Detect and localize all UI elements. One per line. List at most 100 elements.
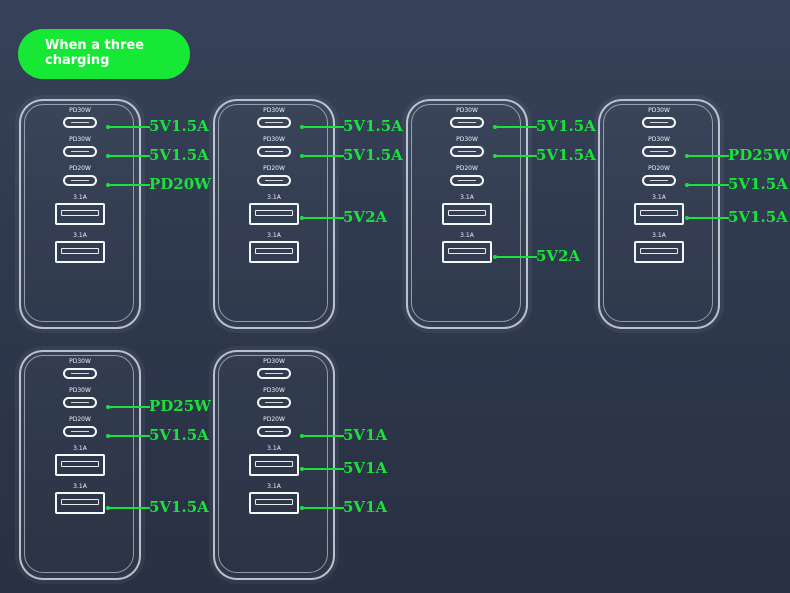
port-a1: 3.1A: [426, 194, 508, 228]
callout-dot: [685, 154, 689, 158]
callout-line: [302, 435, 344, 437]
port-label: PD30W: [648, 107, 670, 114]
port-label: PD20W: [648, 165, 670, 172]
callout-dot: [493, 154, 497, 158]
usb-a-port-icon: [55, 241, 105, 263]
callout-line: [108, 184, 150, 186]
port-label: 3.1A: [267, 445, 281, 452]
callout-line: [495, 256, 537, 258]
output-rating-label: 5V1.5A: [536, 146, 596, 164]
port-label: PD30W: [69, 136, 91, 143]
output-rating-label: PD25W: [728, 146, 790, 164]
charger-shell: [19, 99, 141, 329]
callout-line: [687, 184, 729, 186]
output-rating-label: PD20W: [149, 175, 212, 193]
callout-line: [302, 155, 344, 157]
output-rating-label: 5V1.5A: [728, 175, 788, 193]
port-label: PD20W: [263, 416, 285, 423]
port-a1: 3.1A: [233, 445, 315, 479]
charger-faceplate: [24, 355, 134, 573]
usb-a-port-icon: [442, 241, 492, 263]
callout-dot: [685, 183, 689, 187]
port-label: PD30W: [263, 107, 285, 114]
callout-line: [108, 155, 150, 157]
port-label: PD30W: [69, 107, 91, 114]
port-label: PD20W: [456, 165, 478, 172]
usb-c-port-icon: [257, 117, 291, 128]
port-label: PD20W: [69, 416, 91, 423]
usb-c-port-icon: [642, 175, 676, 186]
callout-line: [302, 468, 344, 470]
port-label: PD30W: [263, 358, 285, 365]
port-c2: PD30W: [426, 136, 508, 160]
port-a1: 3.1A: [233, 194, 315, 228]
output-rating-label: 5V1.5A: [728, 208, 788, 226]
port-label: 3.1A: [267, 194, 281, 201]
usb-c-port-icon: [642, 117, 676, 128]
output-rating-label: 5V1.5A: [149, 426, 209, 444]
callout-dot: [106, 506, 110, 510]
port-a1: 3.1A: [618, 194, 700, 228]
output-rating-label: 5V1.5A: [343, 146, 403, 164]
usb-c-port-icon: [63, 175, 97, 186]
charger-faceplate: [411, 104, 521, 322]
usb-c-port-icon: [63, 368, 97, 379]
charger-shell: [406, 99, 528, 329]
port-c3: PD20W: [39, 165, 121, 189]
callout-line: [495, 126, 537, 128]
port-label: PD30W: [456, 136, 478, 143]
port-c2: PD30W: [39, 136, 121, 160]
port-a2: 3.1A: [426, 232, 508, 266]
port-a2: 3.1A: [233, 232, 315, 266]
port-label: 3.1A: [267, 232, 281, 239]
port-label: PD30W: [69, 358, 91, 365]
callout-line: [687, 217, 729, 219]
port-label: 3.1A: [73, 194, 87, 201]
port-c3: PD20W: [426, 165, 508, 189]
port-a2: 3.1A: [39, 483, 121, 517]
port-a2: 3.1A: [618, 232, 700, 266]
port-label: PD30W: [263, 136, 285, 143]
three-port-charging-badge: When a three charging: [18, 29, 190, 79]
port-c2: PD30W: [39, 387, 121, 411]
callout-dot: [300, 467, 304, 471]
output-rating-label: 5V2A: [536, 247, 581, 265]
callout-line: [302, 217, 344, 219]
usb-a-port-icon: [55, 454, 105, 476]
port-c1: PD30W: [233, 358, 315, 382]
callout-line: [108, 406, 150, 408]
usb-a-port-icon: [249, 492, 299, 514]
callout-dot: [106, 405, 110, 409]
output-rating-label: 5V1A: [343, 426, 388, 444]
callout-dot: [106, 154, 110, 158]
output-rating-label: PD25W: [149, 397, 212, 415]
usb-c-port-icon: [63, 146, 97, 157]
port-label: 3.1A: [460, 232, 474, 239]
usb-a-port-icon: [249, 203, 299, 225]
callout-line: [687, 155, 729, 157]
output-rating-label: 5V1A: [343, 498, 388, 516]
charger-faceplate: [218, 355, 328, 573]
port-c1: PD30W: [618, 107, 700, 131]
callout-dot: [300, 216, 304, 220]
usb-c-port-icon: [257, 146, 291, 157]
usb-c-port-icon: [63, 426, 97, 437]
port-label: 3.1A: [267, 483, 281, 490]
output-rating-label: 5V1.5A: [536, 117, 596, 135]
callout-line: [108, 126, 150, 128]
usb-c-port-icon: [450, 117, 484, 128]
badge-line-2: charging: [45, 53, 110, 68]
port-label: 3.1A: [652, 232, 666, 239]
callout-dot: [300, 434, 304, 438]
port-a2: 3.1A: [39, 232, 121, 266]
port-label: 3.1A: [73, 445, 87, 452]
output-rating-label: 5V1.5A: [149, 146, 209, 164]
usb-a-port-icon: [634, 241, 684, 263]
callout-dot: [106, 183, 110, 187]
port-label: PD20W: [263, 165, 285, 172]
port-a2: 3.1A: [233, 483, 315, 517]
usb-c-port-icon: [257, 175, 291, 186]
